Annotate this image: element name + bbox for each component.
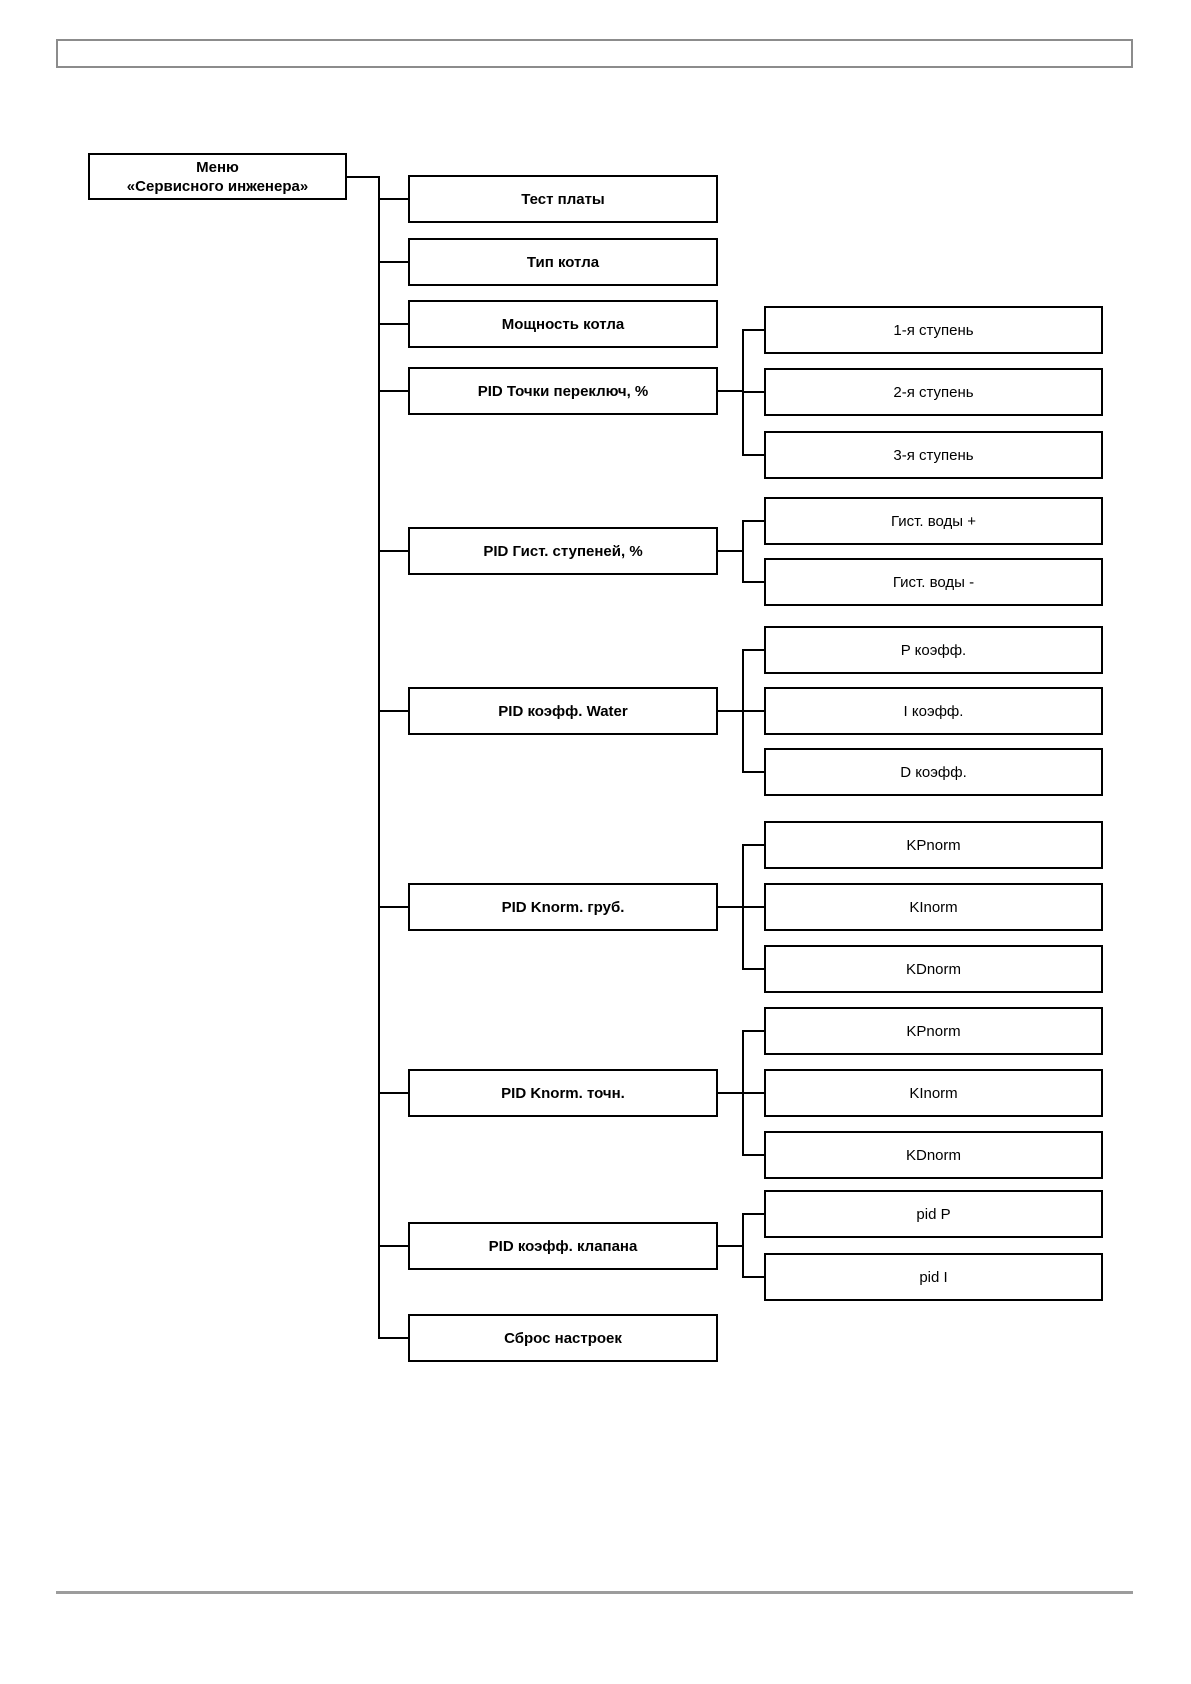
- node-label: PID Точки переключ, %: [477, 382, 649, 400]
- node-pid-koeff-klapana: PID коэфф. клапана: [408, 1222, 718, 1270]
- node-kpnorm-tochn: KPnorm: [764, 1007, 1103, 1055]
- node-pid-p: pid P: [764, 1190, 1103, 1238]
- connector-line: [742, 844, 764, 846]
- node-label: KPnorm: [906, 836, 961, 854]
- root-label-line1: Меню: [196, 158, 239, 176]
- connector-line: [718, 710, 744, 712]
- footer-divider: [56, 1591, 1133, 1594]
- node-label: PID Knorm. груб.: [501, 898, 625, 916]
- node-pid-knorm-tochn: PID Knorm. точн.: [408, 1069, 718, 1117]
- node-label: KPnorm: [906, 1022, 961, 1040]
- connector-line: [742, 581, 764, 583]
- connector-trunk: [378, 176, 380, 1339]
- connector-line: [742, 454, 764, 456]
- node-label: 2-я ступень: [893, 383, 974, 401]
- connector-line: [378, 550, 408, 552]
- node-label: PID Гист. ступеней, %: [483, 542, 643, 560]
- node-label: Тип котла: [526, 253, 600, 271]
- node-pid-knorm-grub: PID Knorm. груб.: [408, 883, 718, 931]
- node-label: Сброс настроек: [504, 1329, 622, 1347]
- connector-line: [347, 176, 380, 178]
- node-label: Гист. воды -: [892, 573, 975, 591]
- node-pid-tochki-pereklyuch: PID Точки переключ, %: [408, 367, 718, 415]
- node-gist-vody-plus: Гист. воды +: [764, 497, 1103, 545]
- node-tip-kotla: Тип котла: [408, 238, 718, 286]
- node-pid-koeff-water: PID коэфф. Water: [408, 687, 718, 735]
- node-stupen-1: 1-я ступень: [764, 306, 1103, 354]
- node-stupen-2: 2-я ступень: [764, 368, 1103, 416]
- node-kpnorm-grub: KPnorm: [764, 821, 1103, 869]
- node-label: Гист. воды +: [891, 512, 976, 530]
- node-label: Мощность котла: [501, 315, 625, 333]
- connector-line: [742, 1030, 764, 1032]
- connector-line: [378, 906, 408, 908]
- node-moshchnost-kotla: Мощность котла: [408, 300, 718, 348]
- connector-line: [742, 1154, 764, 1156]
- connector-line: [378, 198, 408, 200]
- connector-line: [718, 1092, 744, 1094]
- node-gist-vody-minus: Гист. воды -: [764, 558, 1103, 606]
- node-test-platy: Тест платы: [408, 175, 718, 223]
- node-label: 3-я ступень: [893, 446, 974, 464]
- node-label: PID коэфф. Water: [498, 702, 628, 720]
- node-label: pid I: [919, 1268, 948, 1286]
- connector-line: [718, 906, 744, 908]
- node-label: pid P: [916, 1205, 951, 1223]
- connector-line: [378, 710, 408, 712]
- node-sbros-nastroek: Сброс настроек: [408, 1314, 718, 1362]
- connector-line: [742, 771, 764, 773]
- node-label: I коэфф.: [903, 702, 964, 720]
- node-label: KDnorm: [905, 960, 961, 978]
- connector-line: [378, 1092, 408, 1094]
- connector-line: [742, 1213, 764, 1215]
- connector-line: [378, 1245, 408, 1247]
- root-label-line2: «Сервисного инженера»: [126, 177, 309, 195]
- node-label: Тест платы: [521, 190, 605, 208]
- node-kdnorm-tochn: KDnorm: [764, 1131, 1103, 1179]
- node-p-koeff: P коэфф.: [764, 626, 1103, 674]
- node-label: PID коэфф. клапана: [488, 1237, 638, 1255]
- node-pid-i: pid I: [764, 1253, 1103, 1301]
- node-stupen-3: 3-я ступень: [764, 431, 1103, 479]
- connector-line: [742, 906, 764, 908]
- connector-line: [378, 1337, 408, 1339]
- node-label: KInorm: [909, 1084, 958, 1102]
- connector-line: [742, 520, 764, 522]
- node-label: P коэфф.: [900, 641, 967, 659]
- connector-line: [378, 261, 408, 263]
- connector-line: [718, 550, 744, 552]
- connector-trunk: [742, 520, 744, 583]
- node-label: D коэфф.: [900, 763, 967, 781]
- connector-line: [718, 390, 744, 392]
- node-pid-gist-stupenei: PID Гист. ступеней, %: [408, 527, 718, 575]
- node-kdnorm-grub: KDnorm: [764, 945, 1103, 993]
- node-menu-service-engineer: Меню «Сервисного инженера»: [88, 153, 347, 200]
- node-kinorm-grub: KInorm: [764, 883, 1103, 931]
- node-kinorm-tochn: KInorm: [764, 1069, 1103, 1117]
- connector-line: [742, 968, 764, 970]
- node-label: 1-я ступень: [893, 321, 974, 339]
- connector-line: [742, 1276, 764, 1278]
- connector-trunk: [742, 1213, 744, 1278]
- connector-line: [378, 323, 408, 325]
- connector-line: [742, 329, 764, 331]
- node-label: KDnorm: [905, 1146, 961, 1164]
- connector-line: [742, 710, 764, 712]
- connector-line: [742, 391, 764, 393]
- connector-line: [742, 649, 764, 651]
- node-label: KInorm: [909, 898, 958, 916]
- connector-line: [378, 390, 408, 392]
- node-label: PID Knorm. точн.: [501, 1084, 625, 1102]
- connector-line: [742, 1092, 764, 1094]
- node-d-koeff: D коэфф.: [764, 748, 1103, 796]
- node-i-koeff: I коэфф.: [764, 687, 1103, 735]
- page-header-box: [56, 39, 1133, 68]
- connector-line: [718, 1245, 744, 1247]
